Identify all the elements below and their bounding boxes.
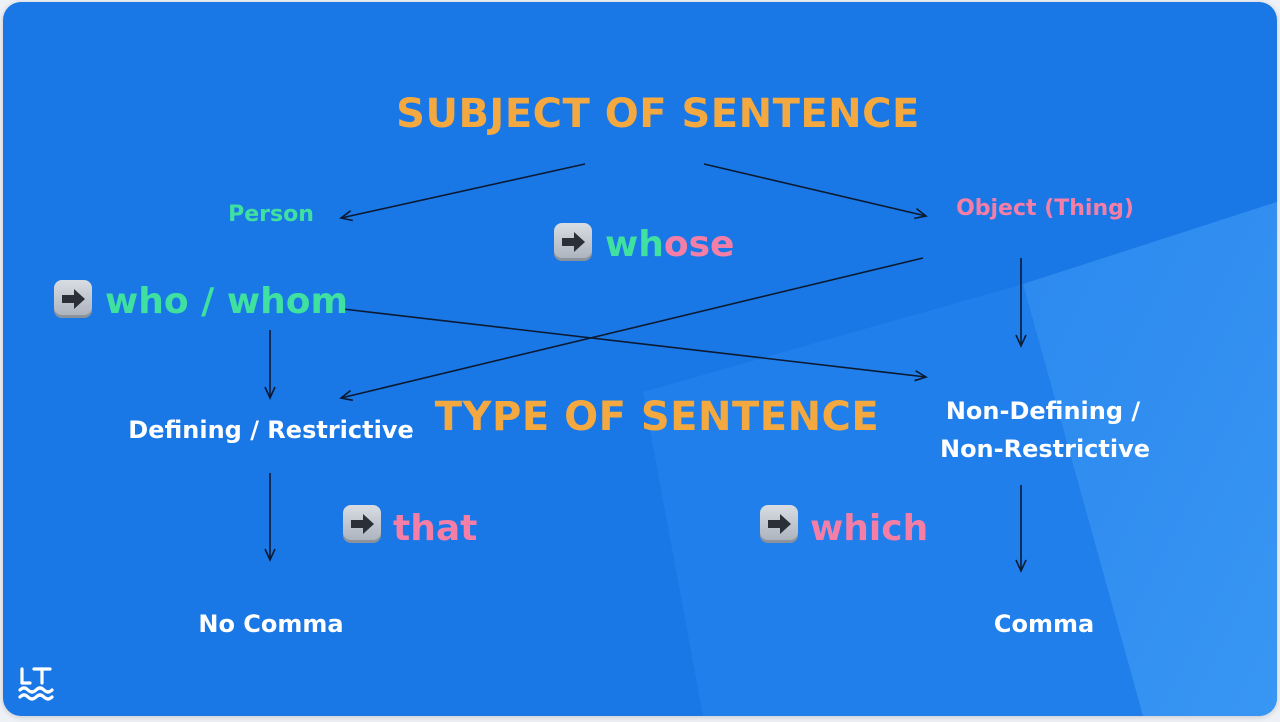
label-that: that: [393, 508, 478, 549]
label-which: which: [810, 508, 929, 549]
diagram-card: SUBJECT OF SENTENCE TYPE OF SENTENCE Per…: [3, 2, 1277, 716]
node-person: Person: [228, 202, 314, 227]
title-type-of-sentence: TYPE OF SENTENCE: [434, 394, 880, 440]
label-whose-wh: wh: [605, 224, 664, 265]
node-non-defining-line2: Non-Restrictive: [939, 435, 1151, 463]
arrow-object-to-defining: [339, 257, 924, 402]
arrow-who-to-nondefining: [342, 308, 928, 382]
right-arrow-icon: [343, 505, 381, 543]
light-panel: [643, 202, 1277, 716]
node-comma: Comma: [993, 610, 1095, 638]
arrow-subject-to-object: [703, 163, 928, 220]
languagetool-logo: [18, 667, 54, 701]
arrows-layer: [264, 163, 1027, 573]
right-arrow-icon: [760, 505, 798, 543]
right-arrow-icon: [54, 280, 92, 318]
title-subject-of-sentence: SUBJECT OF SENTENCE: [396, 91, 920, 137]
label-who-whom: who / whom: [105, 281, 348, 322]
label-whose-ose: ose: [663, 224, 735, 265]
node-defining-restrictive: Defining / Restrictive: [128, 416, 414, 444]
right-arrow-icon: [554, 223, 592, 261]
label-whose: whose: [605, 227, 734, 263]
arrow-subject-to-person: [339, 163, 586, 222]
node-object-thing: Object (Thing): [956, 196, 1134, 221]
node-non-defining-line1: Non-Defining /: [945, 397, 1141, 425]
node-no-comma: No Comma: [198, 610, 344, 638]
